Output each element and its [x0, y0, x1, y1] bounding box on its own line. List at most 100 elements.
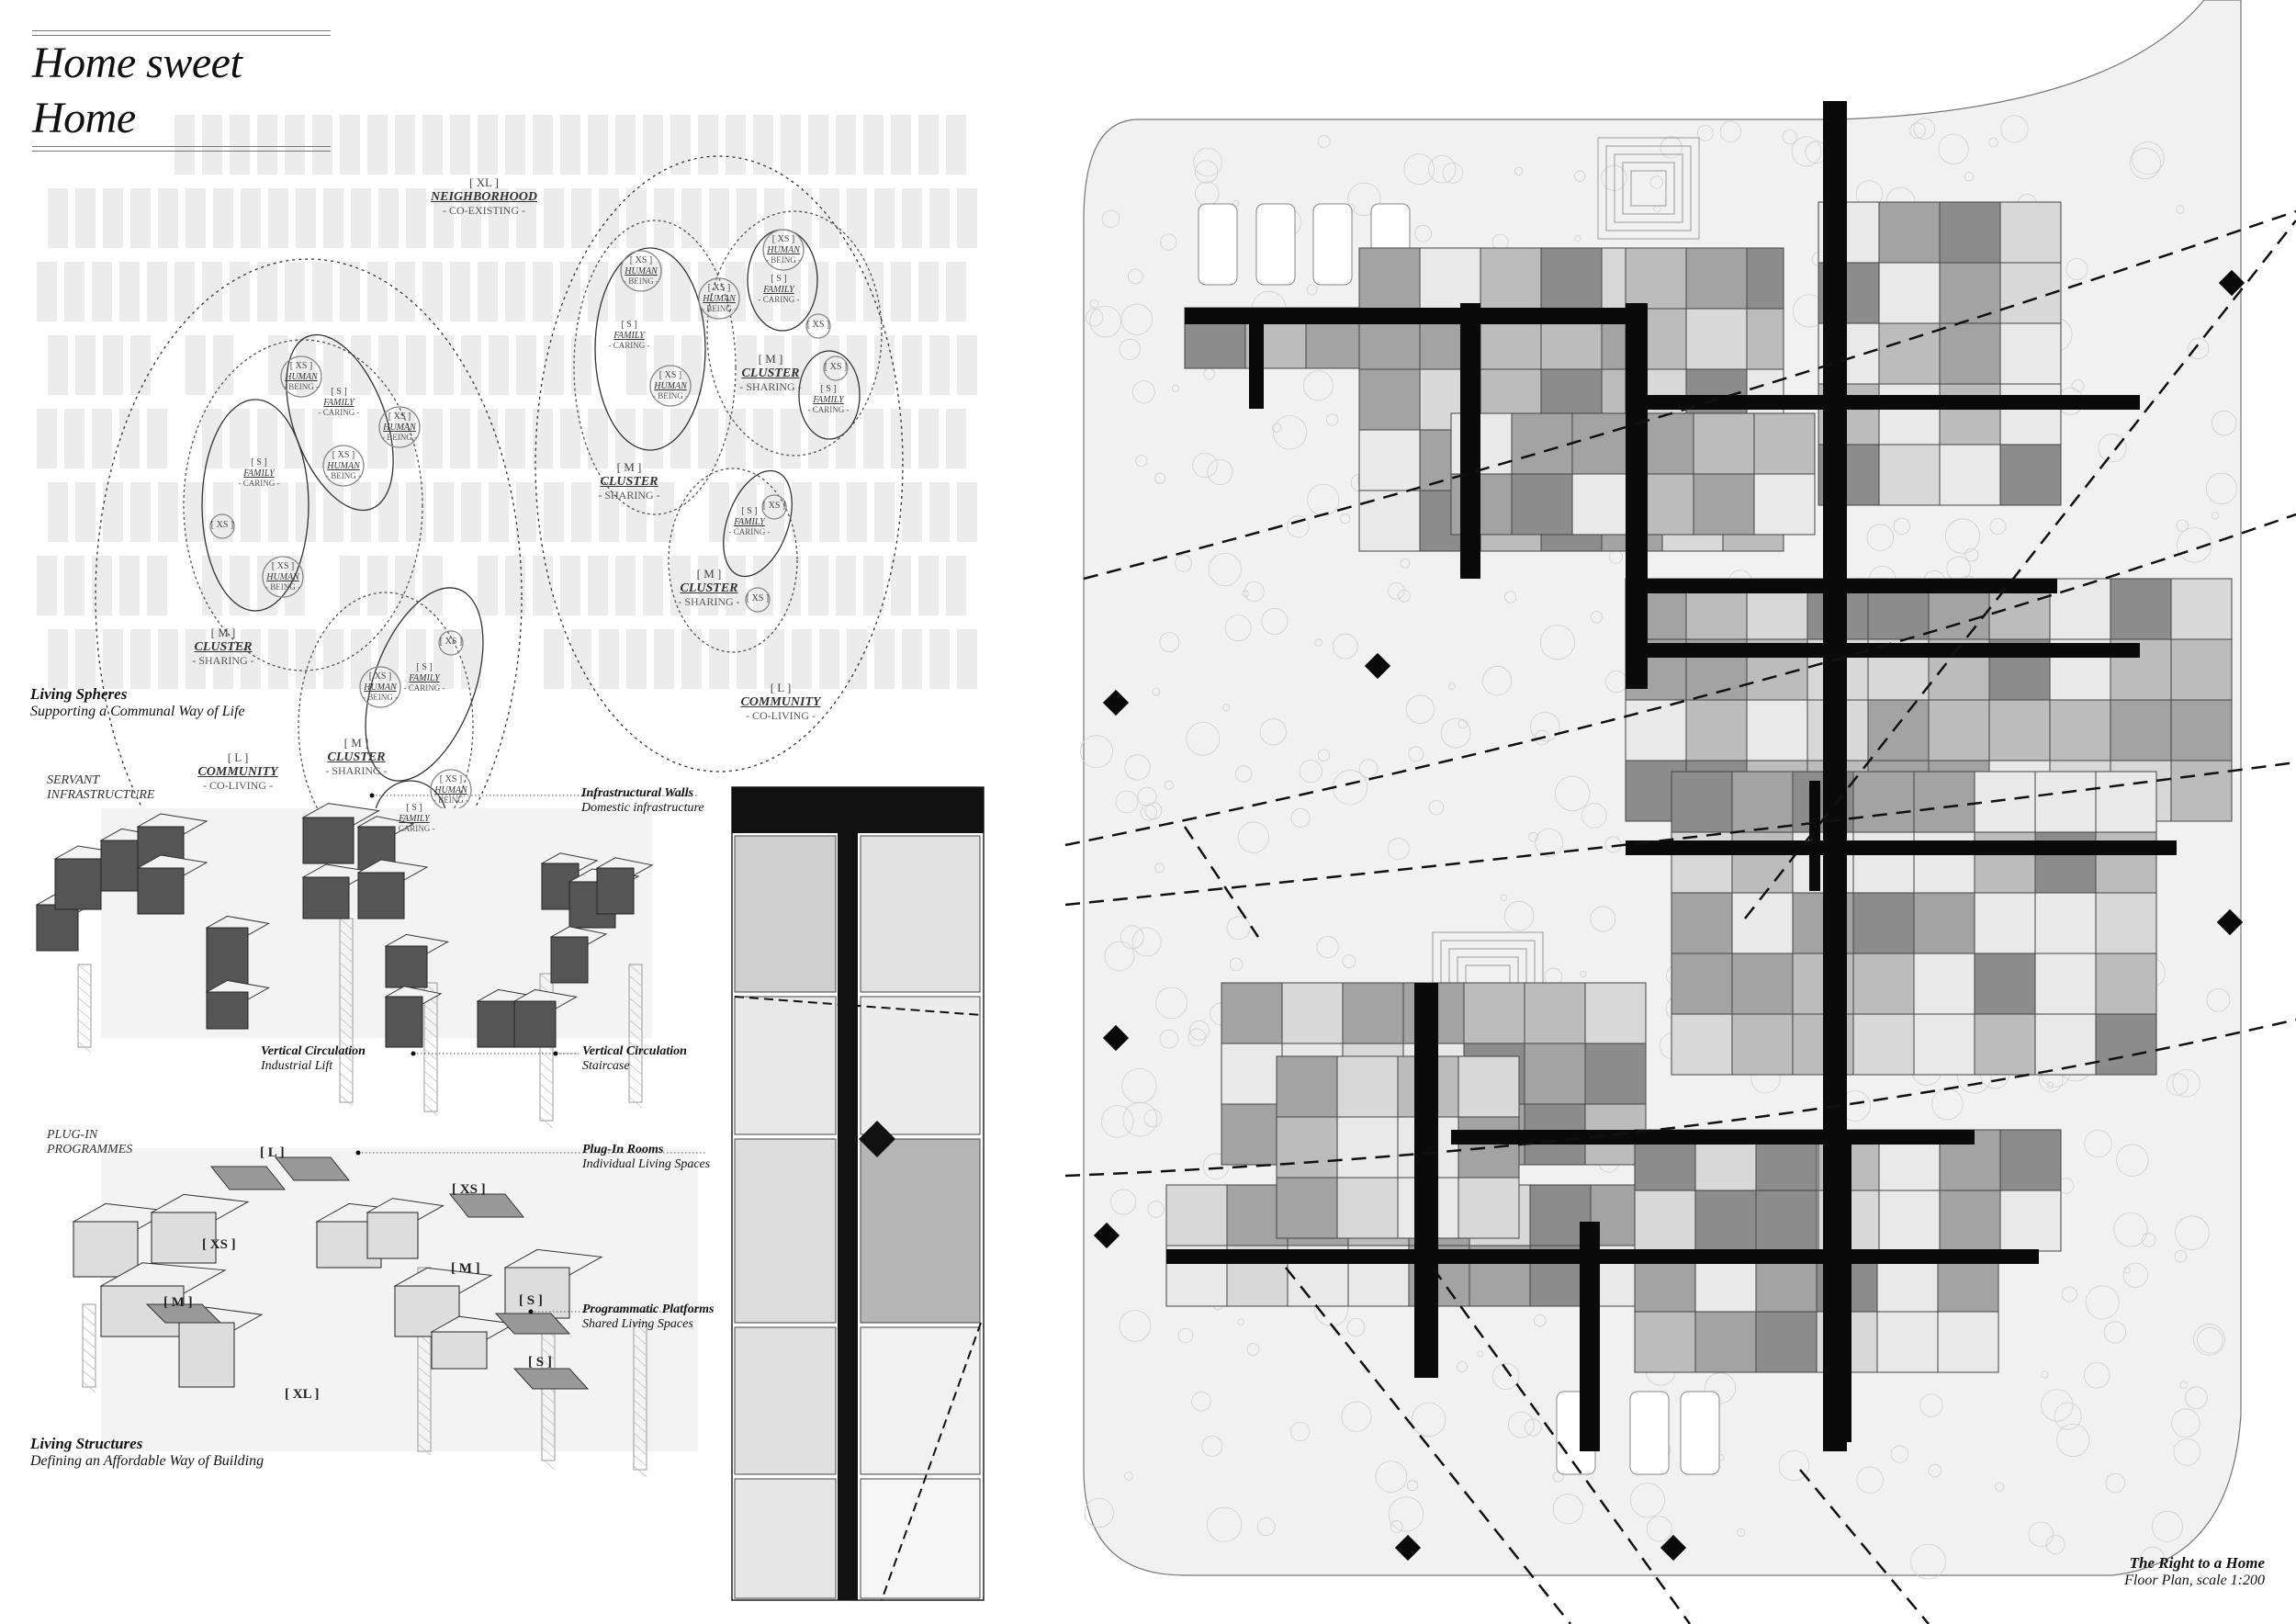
vegetation [2141, 1233, 2156, 1247]
map-block [158, 482, 178, 542]
sphere-size: [ S ] [741, 506, 758, 516]
human-circle [698, 277, 740, 320]
scaffold-brace [417, 1410, 432, 1423]
vegetation [1913, 118, 1936, 140]
vegetation [1995, 1482, 2005, 1492]
map-block [296, 482, 316, 542]
infrastructural-wall [1451, 1130, 1975, 1145]
map-block [863, 115, 884, 175]
map-block [891, 115, 911, 175]
vegetation [1290, 807, 1311, 828]
scaffold-brace [628, 964, 643, 976]
vegetation [1101, 209, 1120, 228]
map-block [781, 409, 801, 468]
map-block [422, 409, 443, 468]
vegetation [1390, 1520, 1403, 1533]
room-module [1480, 247, 1542, 310]
map-block [406, 482, 426, 542]
vegetation [1287, 515, 1310, 538]
size-tag: [ M ] [163, 1295, 193, 1310]
vegetation [1909, 122, 1926, 140]
map-block [296, 335, 316, 395]
sphere-label: [ XS ]HUMAN- BEING - [284, 361, 319, 391]
annotation-title: Programmatic Platforms [582, 1303, 715, 1316]
room-module [2110, 578, 2172, 640]
map-block [808, 556, 828, 615]
vegetation [1457, 1360, 1469, 1372]
room-module [1878, 322, 1941, 385]
scaffold-brace [633, 1421, 647, 1434]
label-line: SERVANT [47, 773, 100, 787]
map-block [946, 115, 966, 175]
vegetation [1314, 638, 1322, 647]
map-block [726, 409, 746, 468]
sphere-name: CLUSTER [680, 581, 738, 595]
room-module [1693, 412, 1755, 475]
room-module [1685, 308, 1748, 370]
vegetation [2211, 512, 2219, 520]
room-module [1419, 247, 1481, 310]
room-module [1939, 1190, 2001, 1252]
vegetation [1316, 936, 1339, 959]
sphere-name: CLUSTER [741, 366, 800, 380]
scaffold-brace [423, 1070, 438, 1083]
room-module [1511, 473, 1573, 536]
map-block [560, 115, 580, 175]
map-block [378, 188, 399, 248]
caption-title: Living Spheres [30, 685, 128, 703]
xs-circle [761, 494, 787, 520]
parked-car [1255, 203, 1296, 286]
scaffold-brace [633, 1355, 647, 1368]
sphere-verb: - SHARING - [598, 489, 660, 502]
map-block [902, 188, 922, 248]
room-module [1358, 247, 1421, 310]
size-tag: [ M ] [451, 1261, 480, 1276]
room-module [2110, 699, 2172, 761]
sphere-verb: - CARING - [728, 527, 771, 536]
size-tag: [ XL ] [285, 1387, 320, 1402]
annotation-subtitle: Shared Living Spaces [582, 1317, 693, 1331]
vegetation [1261, 607, 1289, 636]
vegetation [2185, 1386, 2208, 1410]
room-module [2049, 699, 2111, 761]
vegetation [1988, 137, 1998, 148]
map-block [213, 629, 233, 689]
vegetation [1503, 591, 1517, 603]
vegetation [2084, 1129, 2112, 1158]
infrastructural-wall [1185, 308, 1644, 324]
vegetation [2176, 519, 2189, 532]
map-block [643, 409, 663, 468]
map-block [681, 629, 702, 689]
label-line: PLUG-IN [47, 1128, 98, 1142]
map-block [478, 115, 498, 175]
servant-infrastructure-label: SERVANT INFRASTRUCTURE [47, 773, 154, 803]
infrastructural-wall [1809, 781, 1820, 891]
map-block [268, 482, 288, 542]
vegetation [1705, 1372, 1737, 1404]
map-block [158, 629, 178, 689]
infrastructural-wall [1460, 303, 1480, 579]
map-block [422, 556, 443, 615]
vegetation [2083, 1362, 2110, 1389]
map-block [836, 115, 856, 175]
scaffold-brace [77, 986, 92, 998]
map-block [533, 262, 553, 321]
scaffold-brace [541, 1348, 556, 1360]
box-front [504, 1267, 570, 1319]
vegetation [1646, 1516, 1672, 1542]
platform [209, 1166, 287, 1190]
sphere-name: FAMILY [613, 330, 645, 341]
map-block [395, 556, 415, 615]
room-module [1913, 953, 1975, 1015]
map-block [37, 556, 57, 615]
page-title: Home sweet Home [32, 39, 242, 142]
family-boundary [201, 399, 310, 612]
sphere-verb: - CO-EXISTING - [443, 204, 525, 218]
vegetation [1290, 1421, 1311, 1442]
map-block [461, 188, 481, 248]
vegetation [1147, 1201, 1165, 1218]
map-block [643, 115, 663, 175]
platform [512, 1368, 590, 1390]
box-front [357, 872, 405, 919]
platform [448, 1193, 525, 1218]
